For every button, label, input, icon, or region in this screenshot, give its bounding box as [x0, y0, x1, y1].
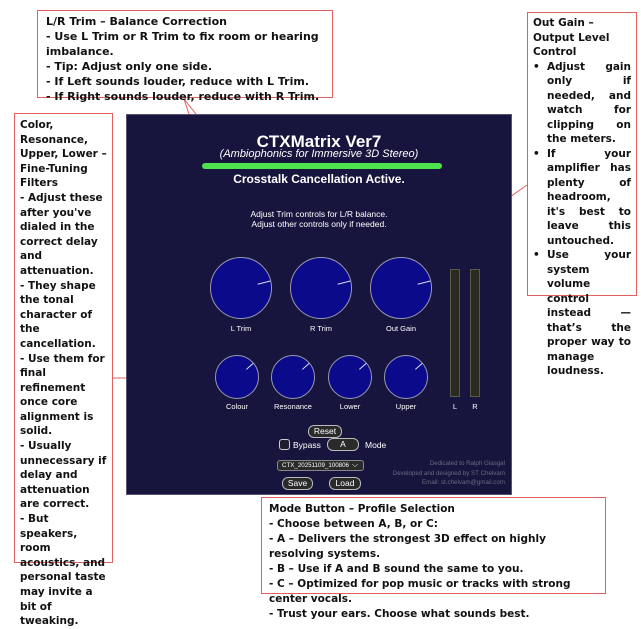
profile-select[interactable]: CTX_20251109_100806 ⌵: [277, 460, 364, 471]
note-out-bullet: • If your amplifier has plenty of headro…: [533, 147, 631, 249]
plugin-subtitle: (Ambiophonics for Immersive 3D Stereo): [219, 148, 419, 160]
bypass-checkbox[interactable]: [279, 439, 290, 450]
note-mode-title: Mode Button – Profile Selection: [269, 503, 455, 515]
note-out-text: If your amplifier has plenty of headroom…: [547, 147, 631, 247]
bypass-label: Bypass: [293, 440, 321, 450]
note-trim-line: - Use L Trim or R Trim to fix room or he…: [46, 30, 319, 58]
note-out-bullet: • Use your system volume control instead…: [533, 248, 631, 379]
mode-button[interactable]: A: [327, 438, 359, 451]
instruction-line: Adjust Trim controls for L/R balance.: [250, 209, 388, 219]
colour-label: Colour: [225, 402, 249, 411]
note-out-bullet: • Adjust gain only if needed, and watch …: [533, 60, 631, 147]
note-out-text: Use your system volume control instead —…: [547, 249, 631, 377]
reset-button[interactable]: Reset: [308, 425, 342, 438]
note-filters-title: Color, Resonance, Upper, Lower – Fine-Tu…: [20, 119, 107, 190]
meter-left-label: L: [452, 402, 458, 411]
meter-right: [470, 269, 480, 397]
bullet-icon: •: [533, 249, 540, 261]
r-trim-label: R Trim: [309, 324, 333, 333]
chevron-down-icon: ⌵: [351, 460, 358, 469]
lower-label: Lower: [339, 402, 361, 411]
l-trim-label: L Trim: [230, 324, 252, 333]
instruction-line: Adjust other controls only if needed.: [251, 219, 387, 229]
credit-line: Email: st.chelvam@gmail.com: [422, 479, 505, 486]
note-trim-line: - If Right sounds louder, reduce with R …: [46, 90, 320, 103]
note-trim-balance: L/R Trim – Balance Correction - Use L Tr…: [37, 10, 333, 103]
note-filters-line: - Use them for final refinement once cor…: [20, 352, 105, 438]
profile-selected-value: CTX_20251109_100806: [282, 462, 349, 469]
save-button[interactable]: Save: [282, 477, 313, 490]
r-trim-knob[interactable]: [290, 257, 352, 319]
plugin-title: CTXMatrix Ver7: [256, 132, 382, 151]
bullet-icon: •: [533, 147, 540, 160]
note-mode-button: Mode Button – Profile Selection - Choose…: [261, 497, 606, 620]
note-trim-line: - Tip: Adjust only one side.: [46, 60, 213, 73]
colour-knob[interactable]: [215, 355, 259, 399]
meter-right-label: R: [472, 402, 478, 411]
note-mode-line: - B – Use if A and B sound the same to y…: [269, 563, 524, 575]
resonance-label: Resonance: [274, 402, 312, 411]
lower-knob[interactable]: [328, 355, 372, 399]
upper-knob[interactable]: [384, 355, 428, 399]
l-trim-knob[interactable]: [210, 257, 272, 319]
note-fine-tuning-filters: Color, Resonance, Upper, Lower – Fine-Tu…: [14, 113, 113, 627]
plugin-window: CTXMatrix Ver7 (Ambiophonics for Immersi…: [126, 114, 512, 495]
upper-label: Upper: [395, 402, 417, 411]
note-filters-line: - Adjust these after you've dialed in th…: [20, 191, 103, 277]
note-out-text: Adjust gain only if needed, and watch fo…: [547, 60, 631, 146]
mode-label: Mode: [365, 440, 387, 450]
load-button[interactable]: Load: [329, 477, 361, 490]
note-mode-line: - C – Optimized for pop music or tracks …: [269, 578, 571, 605]
note-trim-title: L/R Trim – Balance Correction: [46, 15, 227, 28]
status-text: Crosstalk Cancellation Active.: [233, 172, 405, 186]
note-trim-line: - If Left sounds louder, reduce with L T…: [46, 75, 309, 88]
resonance-knob[interactable]: [271, 355, 315, 399]
note-out-title: Out Gain – Output Level Control: [533, 17, 610, 58]
note-mode-line: - Choose between A, B, or C:: [269, 518, 438, 530]
credit-line: Developed and designed by ST Chelvam: [392, 470, 505, 477]
note-filters-line: - But speakers, room acoustics, and pers…: [20, 513, 106, 628]
status-bar: [202, 163, 442, 169]
bullet-icon: •: [533, 60, 540, 73]
note-filters-line: - Usually unnecessary if delay and atten…: [20, 440, 107, 511]
out-gain-knob[interactable]: [370, 257, 432, 319]
note-mode-line: - A – Delivers the strongest 3D effect o…: [269, 533, 546, 560]
note-out-gain: Out Gain – Output Level Control • Adjust…: [527, 12, 637, 377]
meter-left: [450, 269, 460, 397]
out-gain-label: Out Gain: [385, 324, 416, 333]
note-mode-line: - Trust your ears. Choose what sounds be…: [269, 608, 530, 620]
credit-line: Dedicated to Ralph Glasgal: [429, 460, 505, 467]
note-filters-line: - They shape the tonal character of the …: [20, 279, 96, 350]
